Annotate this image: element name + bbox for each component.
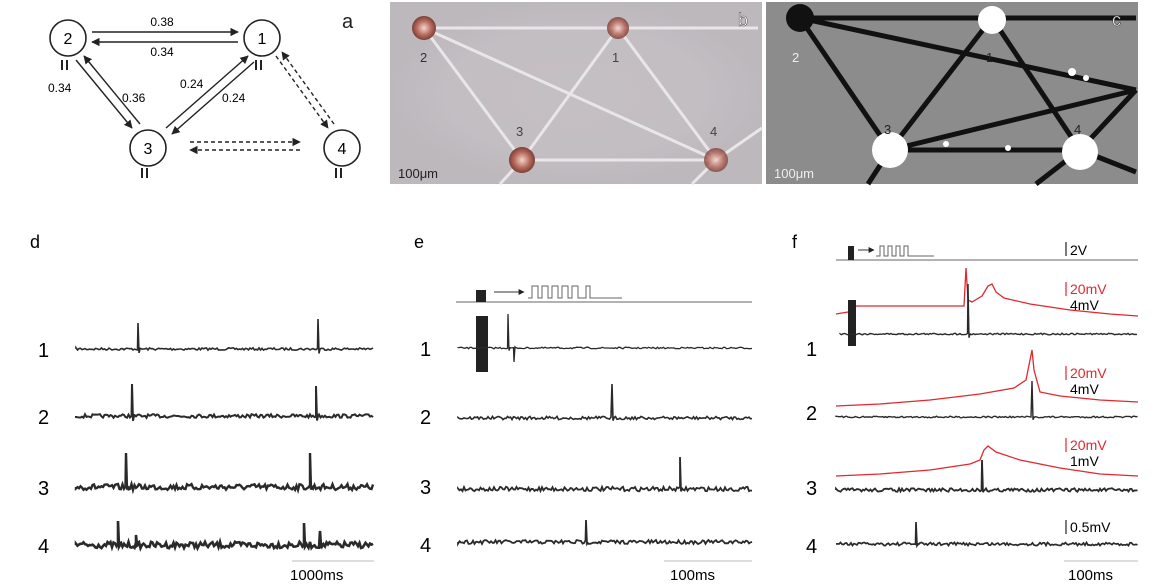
panel-e-timescale: 100ms (670, 567, 715, 584)
weight-3-1-right: 0.24 (222, 91, 246, 105)
panel-f-red-trace-2 (835, 349, 1139, 407)
panel-f-red-scale-2: 20mV (1070, 365, 1107, 381)
panel-b-node-3: 3 (516, 124, 523, 139)
panel-e-trace-2 (457, 383, 753, 422)
panel-e-row-4: 4 (420, 535, 431, 557)
panel-f-stim-scale: 2V (1070, 242, 1088, 258)
panel-d-label: d (30, 232, 40, 252)
panel-f-black-scale-4: 0.5mV (1070, 519, 1111, 535)
panel-c-micrograph: c 2 1 3 4 100μm (766, 2, 1138, 186)
panel-d-row-3: 3 (38, 478, 49, 500)
panel-c-node-3: 3 (884, 122, 891, 137)
panel-d-row-4: 4 (38, 536, 49, 558)
panel-f-traces: f 2V 1 2 3 4 20mV 4mV 20mV 4mV 20mV 1mV (792, 232, 1139, 584)
arrow-4-to-1 (281, 51, 335, 125)
node-1-label: 1 (258, 31, 267, 48)
node-2-circle (49, 19, 87, 57)
node-1-circle (243, 19, 281, 57)
panel-c-node-4: 4 (1074, 122, 1081, 137)
electrode-marks (61, 60, 342, 178)
panel-e-trace-1 (457, 313, 753, 363)
panel-d-trace-3 (74, 452, 375, 495)
node-4-circle (323, 129, 361, 167)
panel-c-node-1: 1 (986, 50, 993, 65)
panel-b-scale: 100μm (398, 166, 438, 181)
panel-e-row-1: 1 (420, 339, 431, 361)
panel-f-black-scale-3: 1mV (1070, 453, 1099, 469)
weight-1-to-2: 0.34 (150, 45, 174, 59)
panel-d-trace-4 (74, 520, 374, 552)
panel-f-black-scale-1: 4mV (1070, 297, 1099, 313)
panel-d-traces: d 1 2 3 4 1000ms (30, 232, 375, 584)
node-2-label: 2 (64, 31, 73, 48)
weight-2-to-1: 0.38 (150, 15, 174, 29)
arrow-2-to-3 (75, 59, 133, 129)
panel-f-timescale: 100ms (1068, 567, 1113, 584)
panel-f-red-scale-1: 20mV (1070, 281, 1107, 297)
arrow-1-to-3 (171, 61, 255, 135)
panel-b-label: b (738, 10, 748, 30)
panel-e-label: e (414, 232, 424, 252)
panel-f-trace-4 (835, 521, 1138, 549)
panel-f-black-scale-2: 4mV (1070, 381, 1099, 397)
weight-2-3-right: 0.36 (122, 91, 146, 105)
panel-b-node-4: 4 (710, 124, 717, 139)
weight-3-1-left: 0.24 (180, 77, 204, 91)
panel-d-trace-1 (75, 318, 374, 354)
panel-f-row-2: 2 (806, 403, 817, 425)
panel-e-stim-artifact (476, 316, 488, 372)
panel-a-label: a (342, 11, 354, 33)
node-4-label: 4 (338, 141, 347, 158)
arrow-3-to-2 (83, 55, 141, 125)
panel-e-traces: e 1 2 3 4 100ms (414, 232, 753, 584)
node-3-circle (129, 129, 167, 167)
panel-c-scale: 100μm (774, 166, 814, 181)
panel-f-trace-2 (835, 380, 1138, 420)
weight-2-3-left: 0.34 (48, 81, 72, 95)
arrow-1-to-4 (275, 55, 329, 129)
panel-f-red-trace-3 (835, 445, 1139, 477)
panel-a-diagram: a 2 1 3 4 0.38 0.34 0.34 0.36 0.24 0.24 (48, 11, 361, 178)
panel-f-trace-3 (835, 459, 1138, 494)
panel-e-stimulus (456, 285, 752, 303)
panel-c-label: c (1112, 10, 1121, 30)
panel-e-row-3: 3 (420, 477, 431, 499)
panel-f-label: f (792, 232, 798, 252)
panel-d-row-2: 2 (38, 407, 49, 429)
panel-b-micrograph: b 2 1 3 4 100μm (390, 2, 763, 186)
panel-f-stim-artifact (848, 300, 856, 346)
panel-f-row-1: 1 (806, 339, 817, 361)
panel-f-row-4: 4 (806, 536, 817, 558)
panel-e-trace-4 (457, 519, 753, 547)
panel-d-trace-2 (75, 383, 374, 422)
panel-b-node-1: 1 (612, 50, 619, 65)
panel-e-trace-3 (457, 456, 753, 494)
panel-d-timescale: 1000ms (290, 567, 343, 584)
panel-e-row-2: 2 (420, 407, 431, 429)
panel-f-row-3: 3 (806, 478, 817, 500)
panel-b-node-2: 2 (420, 50, 427, 65)
panel-f-stimulus (836, 245, 1138, 261)
panel-f-red-scale-3: 20mV (1070, 437, 1107, 453)
arrow-3-to-1 (165, 55, 249, 129)
panel-f-trace-1 (839, 283, 1138, 338)
panel-c-node-2: 2 (792, 50, 799, 65)
panel-d-row-1: 1 (38, 340, 49, 362)
node-3-label: 3 (144, 141, 153, 158)
